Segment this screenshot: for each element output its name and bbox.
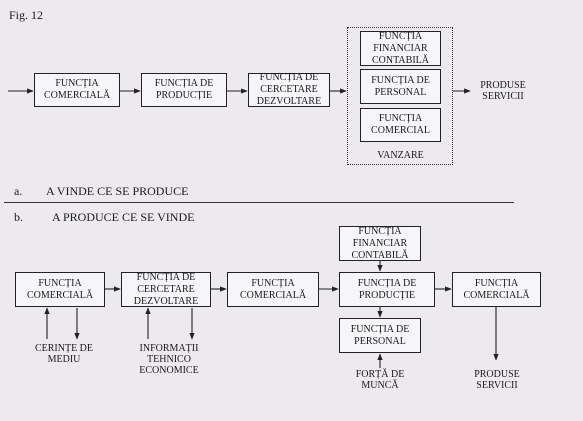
a-group-label: VANZARE [377, 150, 424, 161]
b-box-comerciala-1: FUNCȚIA COMERCIALĂ [15, 272, 105, 307]
a-box-cercetare: FUNCȚIA DE CERCETARE DEZVOLTARE [248, 72, 330, 107]
b-box-personal: FUNCȚIA DE PERSONAL [339, 318, 421, 353]
b-label-forta: FORȚĂ DE MUNCĂ [355, 369, 405, 391]
b-label-informatii: INFORMAȚII TEHNICO ECONOMICE [139, 343, 199, 376]
b-box-comerciala-3: FUNCȚIA COMERCIALĂ [452, 272, 541, 307]
a-caption-text: A VINDE CE SE PRODUCE [46, 184, 189, 198]
figure-label: Fig. 12 [9, 8, 44, 22]
b-label-produse: PRODUSE SERVICII [474, 369, 520, 391]
b-label-cerinte: CERINȚE DE MEDIU [34, 343, 94, 365]
a-box-productie: FUNCȚIA DE PRODUCȚIE [141, 73, 227, 107]
b-box-cercetare: FUNCȚIA DE CERCETARE DEZVOLTARE [121, 272, 211, 307]
a-box-comerciala: FUNCȚIA COMERCIALĂ [34, 73, 120, 107]
sales-group-frame [347, 27, 453, 165]
section-divider [4, 202, 514, 203]
b-box-productie: FUNCȚIA DE PRODUCȚIE [339, 272, 435, 307]
a-box-financiar: FUNCȚIA FINANCIAR CONTABILĂ [360, 31, 441, 66]
b-box-financiar: FUNCȚIA FINANCIAR CONTABILĂ [339, 226, 421, 261]
a-box-personal: FUNCȚIA DE PERSONAL [360, 69, 441, 104]
a-output-label: PRODUSE SERVICII [480, 80, 526, 102]
b-caption-text: A PRODUCE CE SE VINDE [52, 210, 195, 224]
b-caption-letter: b. [14, 210, 23, 224]
a-box-comercial: FUNCȚIA COMERCIAL [360, 108, 441, 142]
b-box-comerciala-2: FUNCȚIA COMERCIALĂ [227, 272, 319, 307]
a-caption-letter: a. [14, 184, 23, 198]
